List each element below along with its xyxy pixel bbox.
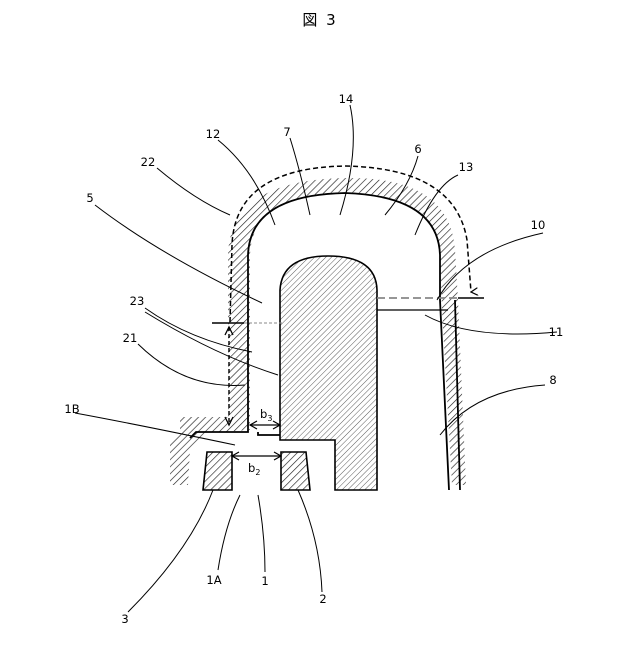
label-3: 3 bbox=[121, 612, 128, 626]
leader-22 bbox=[157, 168, 230, 215]
label-1A: 1A bbox=[206, 573, 221, 587]
leader-1 bbox=[258, 495, 265, 572]
label-10: 10 bbox=[531, 218, 546, 232]
foot-right bbox=[281, 452, 310, 490]
label-12: 12 bbox=[206, 127, 221, 141]
label-21: 21 bbox=[123, 331, 138, 345]
label-1B: 1B bbox=[64, 402, 79, 416]
label-11: 11 bbox=[549, 325, 564, 339]
b3-label: b3 bbox=[260, 407, 272, 423]
b2-label: b2 bbox=[248, 461, 260, 477]
label-6: 6 bbox=[414, 142, 421, 156]
leader-7 bbox=[290, 138, 310, 215]
label-22: 22 bbox=[141, 155, 156, 169]
center-block-neck bbox=[258, 432, 280, 435]
label-8: 8 bbox=[549, 373, 556, 387]
foot-left bbox=[203, 452, 232, 490]
leader-3 bbox=[128, 490, 213, 612]
leader-14 bbox=[340, 105, 353, 215]
figure-title: 図 3 bbox=[302, 11, 337, 29]
label-7: 7 bbox=[283, 125, 290, 139]
label-1: 1 bbox=[261, 574, 268, 588]
label-14: 14 bbox=[339, 92, 354, 106]
label-13: 13 bbox=[459, 160, 474, 174]
label-23: 23 bbox=[130, 294, 145, 308]
label-5: 5 bbox=[86, 191, 93, 205]
leader-1A bbox=[218, 495, 240, 570]
leader-2 bbox=[298, 490, 322, 592]
label-2: 2 bbox=[319, 592, 326, 606]
